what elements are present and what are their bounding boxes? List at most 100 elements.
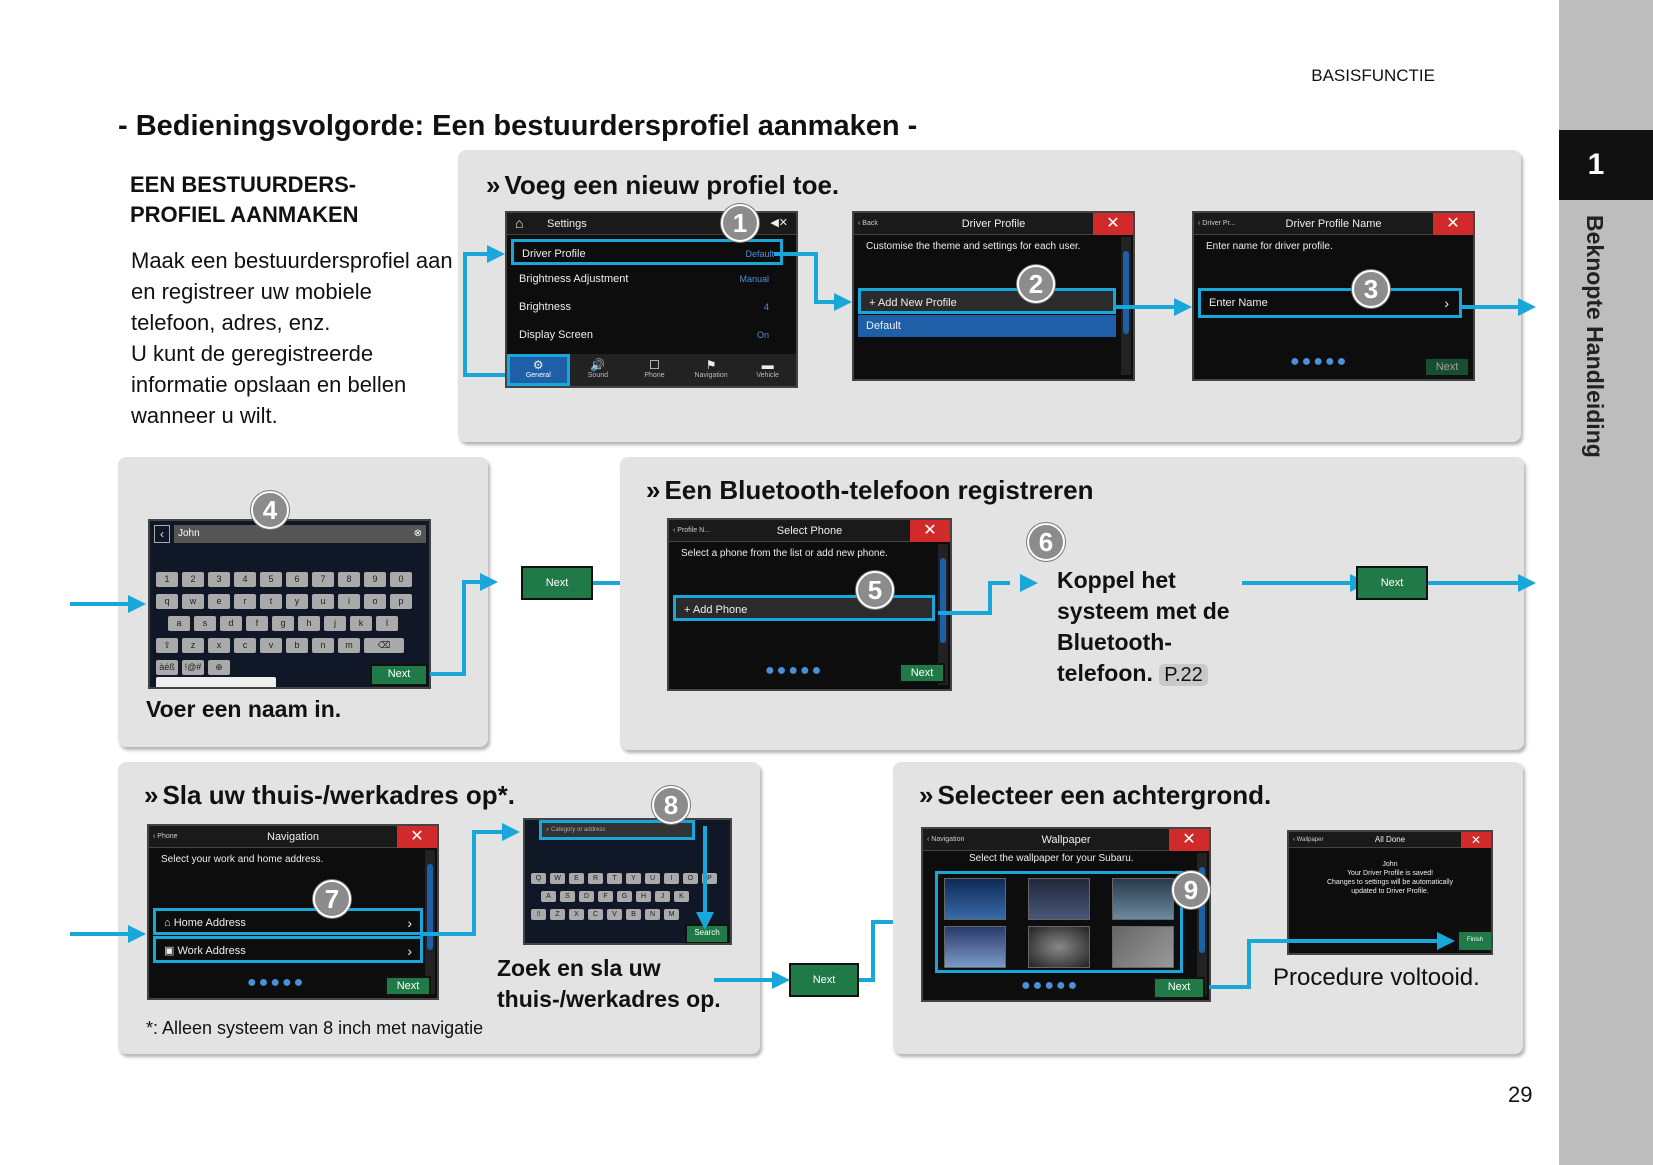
back-button[interactable]: ‹ Phone xyxy=(153,833,178,840)
key[interactable]: e xyxy=(208,594,230,609)
key[interactable]: n xyxy=(312,638,334,653)
key[interactable]: U xyxy=(645,873,660,884)
key[interactable]: A xyxy=(541,891,556,902)
key[interactable]: G xyxy=(617,891,632,902)
key[interactable]: E xyxy=(569,873,584,884)
key[interactable]: F xyxy=(598,891,613,902)
tab-phone[interactable]: ☐Phone xyxy=(626,354,683,386)
wallpaper-option[interactable] xyxy=(1028,878,1090,920)
back-button[interactable]: ‹ Driver Pr... xyxy=(1198,220,1236,227)
search-input[interactable]: ⌕ Category or address xyxy=(539,820,695,840)
key[interactable]: 0 xyxy=(390,572,412,587)
wallpaper-option[interactable] xyxy=(944,878,1006,920)
symbol-key[interactable]: !@# xyxy=(182,660,204,675)
key[interactable]: c xyxy=(234,638,256,653)
key[interactable]: t xyxy=(260,594,282,609)
key[interactable]: v xyxy=(260,638,282,653)
next-button[interactable]: Next xyxy=(1153,977,1205,999)
key[interactable]: m xyxy=(338,638,360,653)
key[interactable]: X xyxy=(569,909,584,920)
home-icon[interactable]: ⌂ xyxy=(515,215,524,231)
key[interactable]: 7 xyxy=(312,572,334,587)
key[interactable]: W xyxy=(550,873,565,884)
tab-vehicle[interactable]: ▬Vehicle xyxy=(739,354,796,386)
key[interactable]: i xyxy=(338,594,360,609)
key[interactable]: u xyxy=(312,594,334,609)
key[interactable]: d xyxy=(220,616,242,631)
key[interactable]: V xyxy=(607,909,622,920)
key[interactable]: S xyxy=(560,891,575,902)
key[interactable]: b xyxy=(286,638,308,653)
key[interactable]: Y xyxy=(626,873,641,884)
home-address-button[interactable]: ⌂ Home Address› xyxy=(153,908,423,935)
key[interactable]: 3 xyxy=(208,572,230,587)
wallpaper-option[interactable] xyxy=(944,926,1006,968)
back-button[interactable]: ‹ Navigation xyxy=(927,836,965,843)
key[interactable]: 2 xyxy=(182,572,204,587)
key[interactable]: w xyxy=(182,594,204,609)
space-key[interactable] xyxy=(156,677,276,687)
scrollbar[interactable] xyxy=(1197,853,1207,996)
scrollbar[interactable] xyxy=(425,850,435,994)
back-button[interactable]: ‹ Back xyxy=(858,220,878,227)
key[interactable]: M xyxy=(664,909,679,920)
close-button[interactable]: ✕ xyxy=(1093,213,1133,235)
key[interactable]: 1 xyxy=(156,572,178,587)
work-address-button[interactable]: ▣ Work Address› xyxy=(153,936,423,963)
key[interactable]: q xyxy=(156,594,178,609)
key[interactable]: z xyxy=(182,638,204,653)
key[interactable]: k xyxy=(350,616,372,631)
key[interactable]: C xyxy=(588,909,603,920)
key[interactable]: O xyxy=(683,873,698,884)
next-button[interactable]: Next xyxy=(370,664,428,686)
symbol-key[interactable]: àéß xyxy=(156,660,178,675)
key[interactable]: p xyxy=(390,594,412,609)
default-profile-item[interactable]: Default xyxy=(858,315,1116,337)
back-button[interactable]: ‹ xyxy=(154,525,170,543)
key[interactable]: l xyxy=(376,616,398,631)
add-phone-button[interactable]: + Add Phone xyxy=(673,595,935,621)
clear-icon[interactable]: ⊗ xyxy=(413,528,422,539)
key[interactable]: r xyxy=(234,594,256,609)
key[interactable]: H xyxy=(636,891,651,902)
close-button[interactable]: ✕ xyxy=(397,826,437,848)
key[interactable]: R xyxy=(588,873,603,884)
tab-general[interactable]: ⚙General xyxy=(507,354,570,386)
key[interactable]: Z xyxy=(550,909,565,920)
key[interactable]: D xyxy=(579,891,594,902)
key[interactable]: P xyxy=(702,873,717,884)
key[interactable]: g xyxy=(272,616,294,631)
key[interactable]: T xyxy=(607,873,622,884)
key[interactable]: K xyxy=(674,891,689,902)
key[interactable]: f xyxy=(246,616,268,631)
shift-icon[interactable]: ⇧ xyxy=(531,909,546,920)
key[interactable]: o xyxy=(364,594,386,609)
key[interactable]: h xyxy=(298,616,320,631)
close-button[interactable]: ✕ xyxy=(1461,832,1491,848)
name-input[interactable]: John⊗ xyxy=(174,525,426,543)
key[interactable]: 5 xyxy=(260,572,282,587)
next-button[interactable]: Next xyxy=(1424,357,1470,377)
key[interactable]: 6 xyxy=(286,572,308,587)
key[interactable]: I xyxy=(664,873,679,884)
key[interactable]: B xyxy=(626,909,641,920)
enter-name-field[interactable]: Enter Name› xyxy=(1198,288,1462,318)
key[interactable]: 4 xyxy=(234,572,256,587)
key[interactable]: y xyxy=(286,594,308,609)
key[interactable]: s xyxy=(194,616,216,631)
globe-icon[interactable]: ⊕ xyxy=(208,660,230,675)
next-button[interactable]: Next xyxy=(1356,566,1428,600)
next-button[interactable]: Next xyxy=(521,566,593,600)
next-button[interactable]: Next xyxy=(899,663,945,683)
back-button[interactable]: ‹ Profile N... xyxy=(673,527,710,534)
finish-button[interactable]: Finish xyxy=(1457,930,1491,952)
tab-sound[interactable]: 🔊Sound xyxy=(570,354,627,386)
next-button[interactable]: Next xyxy=(385,976,431,996)
page-reference[interactable]: P.22 xyxy=(1159,664,1208,686)
key[interactable]: 8 xyxy=(338,572,360,587)
key[interactable]: J xyxy=(655,891,670,902)
